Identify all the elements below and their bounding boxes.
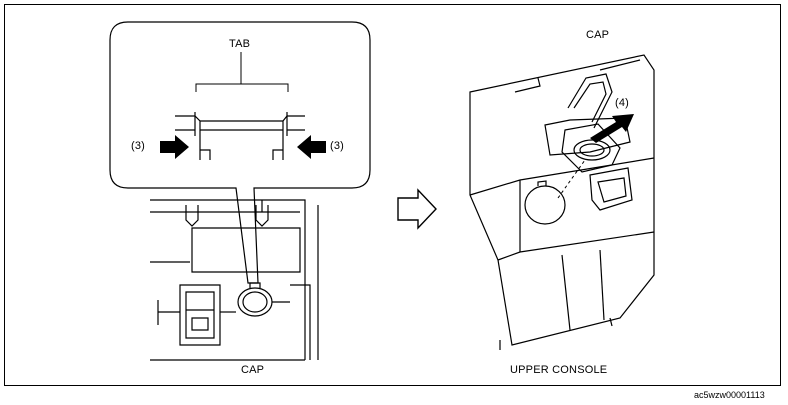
step4-label: (4) bbox=[615, 97, 630, 109]
lower-console-drawing bbox=[150, 199, 319, 361]
cap-label-right: CAP bbox=[586, 29, 610, 41]
push-arrow-right bbox=[297, 135, 326, 159]
lift-arrow bbox=[590, 114, 634, 143]
upper-console-label: UPPER CONSOLE bbox=[510, 364, 608, 376]
upper-console-drawing bbox=[469, 54, 655, 350]
step3-right-label: (3) bbox=[330, 140, 345, 152]
cap-label-left: CAP bbox=[241, 364, 265, 376]
detail-callout bbox=[109, 21, 371, 284]
right-outline-arrow-icon bbox=[397, 188, 437, 230]
figure-frame bbox=[4, 4, 781, 386]
push-arrow-left bbox=[160, 135, 189, 159]
tab-label: TAB bbox=[229, 38, 251, 50]
step3-left-label: (3) bbox=[131, 140, 146, 152]
figure-code: ac5wzw00001113 bbox=[694, 390, 765, 400]
